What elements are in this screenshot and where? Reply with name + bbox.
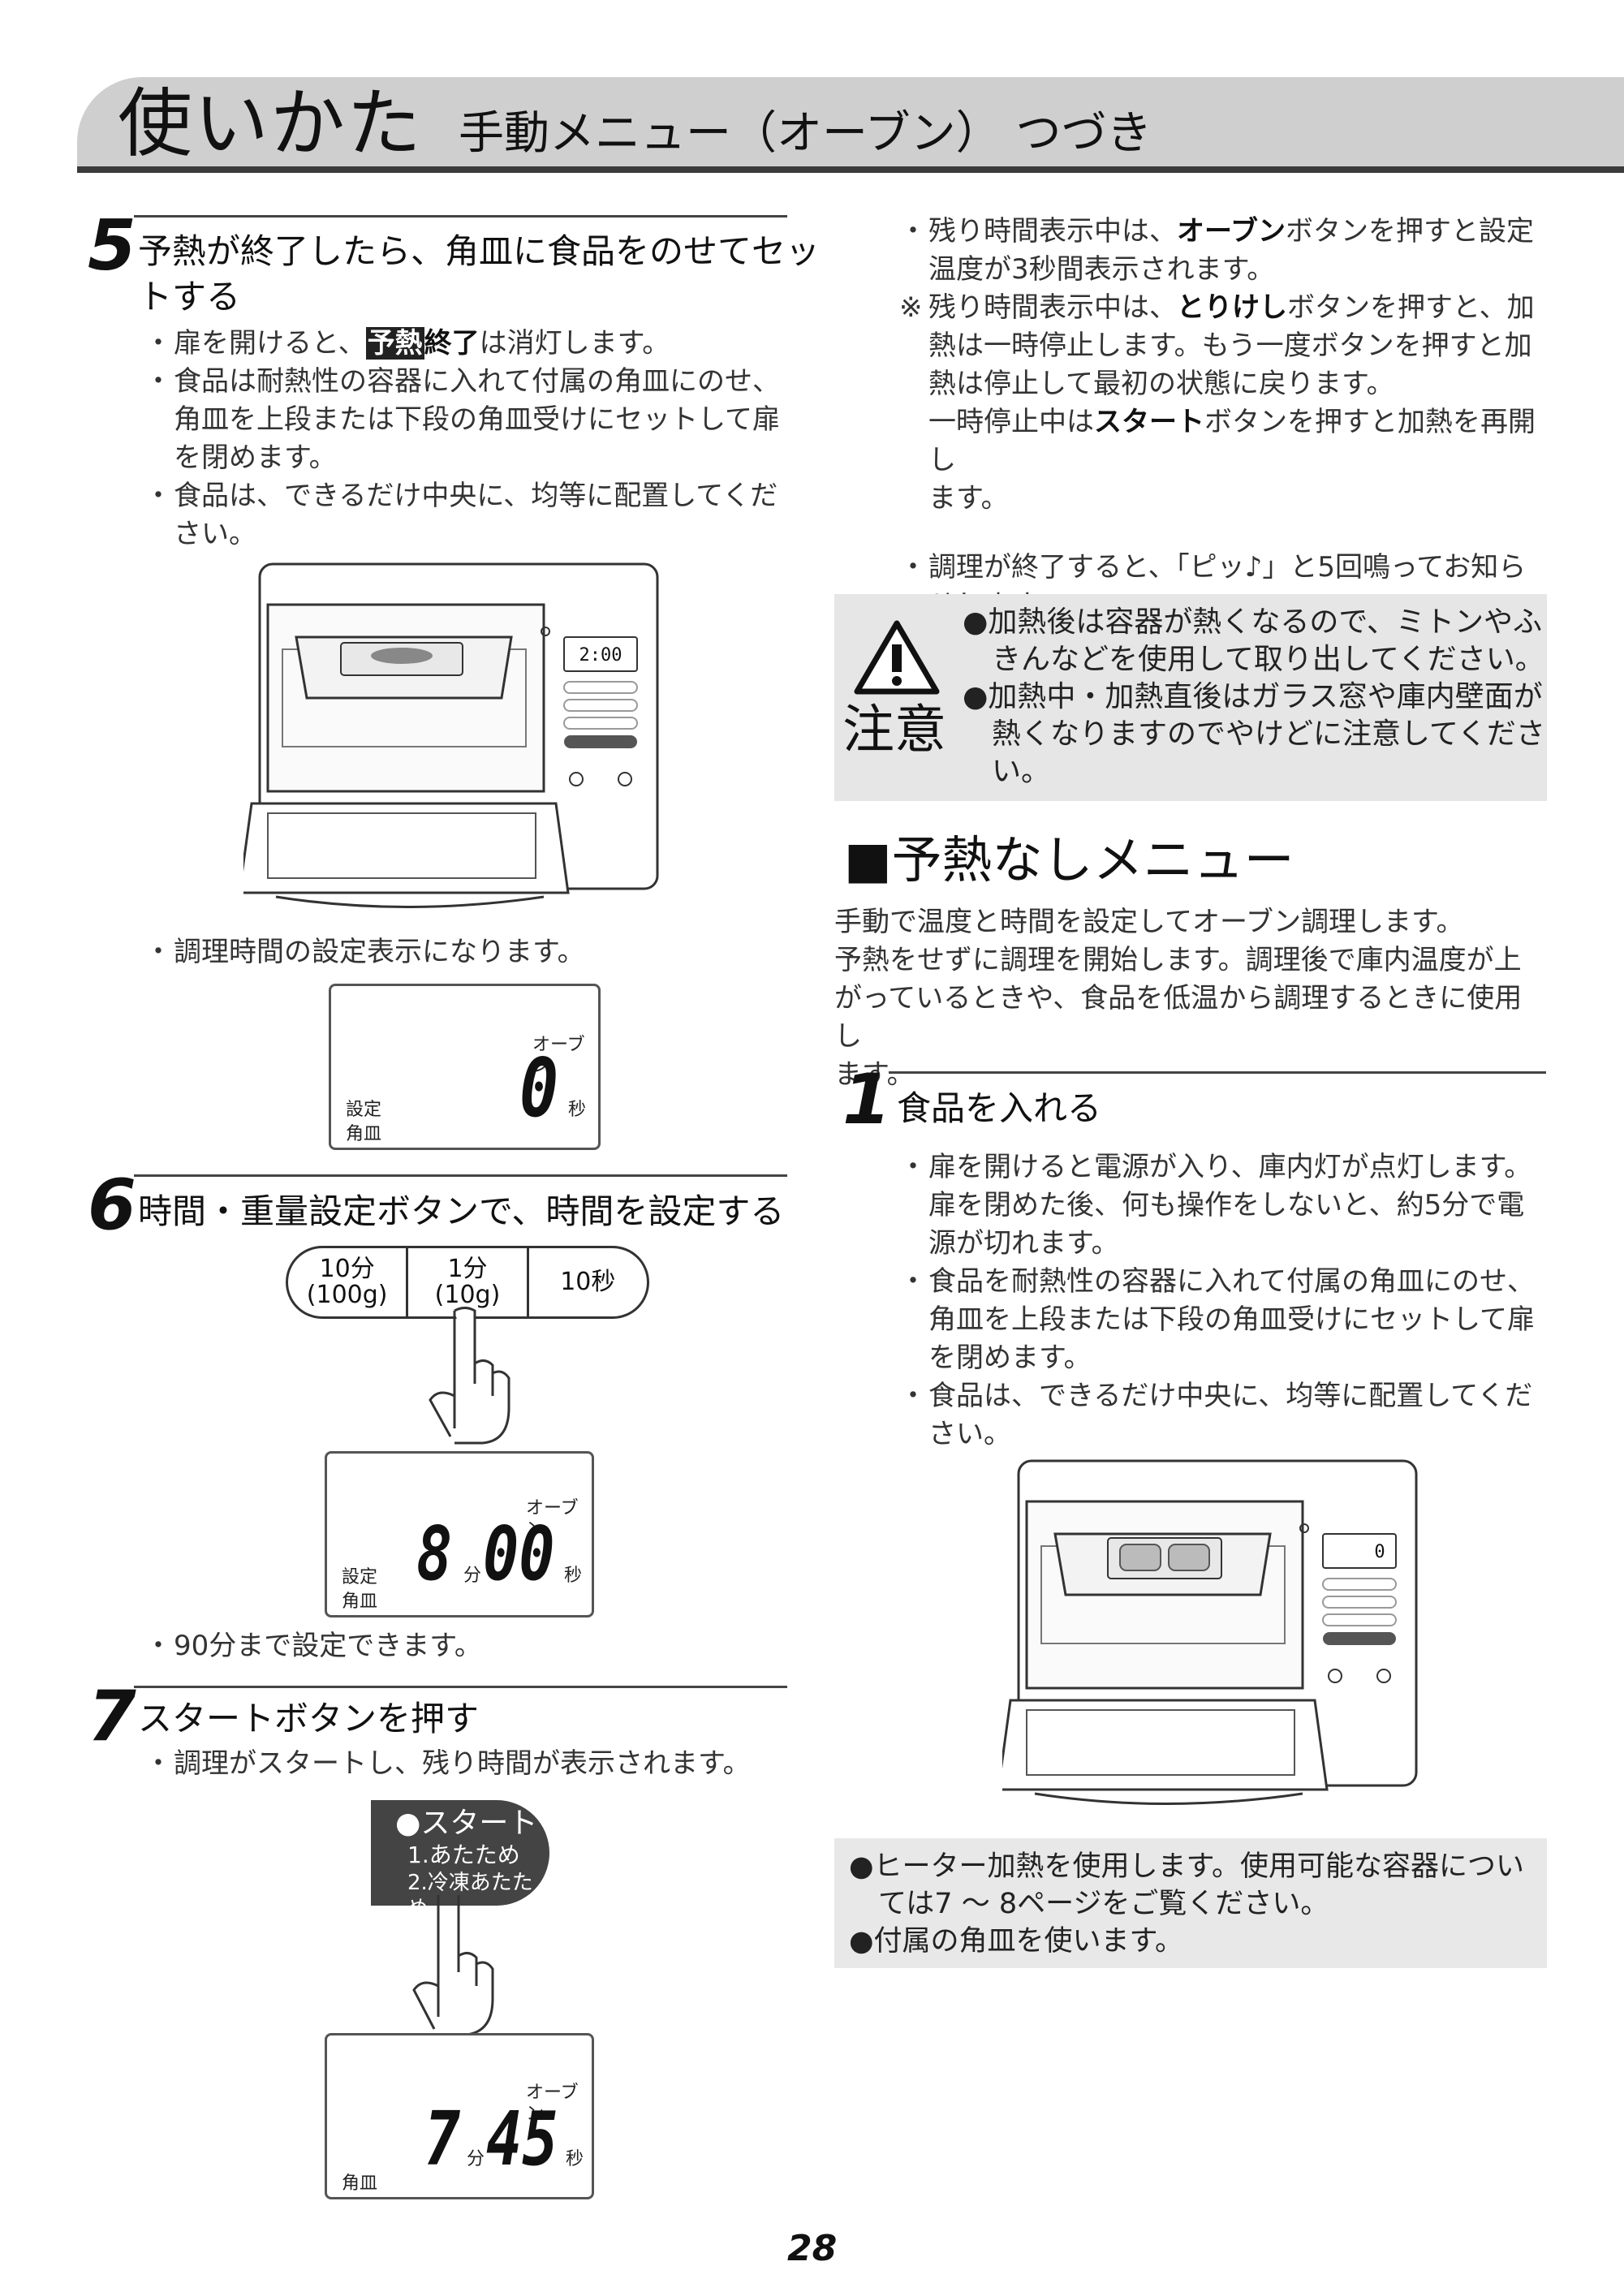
usage-notes-box: ●ヒーター加熱を使用します。使用可能な容器につい ては7 〜 8ページをご覧くだ… — [834, 1838, 1547, 1968]
step-5-number: 5 — [88, 205, 136, 286]
list-item: 食品は耐熱性の容器に入れて付属の角皿にのせ、角皿を上段または下段の角皿受けにセッ… — [144, 363, 794, 477]
right-notes: 残り時間表示中は、オーブンボタンを押すと設定 温度が3秒間表示されます。 ※ 残… — [899, 213, 1557, 625]
lcd-unit: 秒 — [568, 1100, 587, 1120]
step-6-number: 6 — [88, 1165, 136, 1246]
lcd-mode-label: オーブン — [532, 1035, 585, 1076]
caution-text: ●加熱後は容器が熱くなるので、ミトンやふ きんなどを使用して取り出してください。… — [963, 605, 1545, 788]
step-7-number: 7 — [88, 1676, 136, 1757]
step-5-rule — [134, 215, 787, 218]
button-10min[interactable]: 10分(100g) — [288, 1248, 409, 1316]
lcd-seconds-unit: 秒 — [566, 2149, 584, 2169]
step-5-title: 予熱が終了したら、角皿に食品をのせてセッ トする — [138, 231, 821, 317]
list-item: 残り時間表示中は、オーブンボタンを押すと設定 温度が3秒間表示されます。 — [899, 213, 1557, 289]
oven-open-illustration: 2:00 — [243, 562, 659, 908]
oven-display-text: 2:00 — [579, 645, 622, 666]
lcd-display-preheat: オーブン 設定 角皿 0 秒 — [329, 984, 601, 1150]
step-6-rule — [134, 1174, 787, 1177]
start-button[interactable]: ●スタート 1.あたため 2.冷凍あたため — [371, 1800, 549, 1921]
section-description: 手動で温度と時間を設定してオーブン調理します。 予熱をせずに調理を開始します。調… — [834, 906, 1523, 1091]
lcd-value: 0 — [519, 1040, 559, 1135]
list-item: 食品を耐熱性の容器に入れて付属の角皿にのせ、角皿を上段または下段の角皿受けにセッ… — [899, 1263, 1557, 1377]
lcd-tray-label: 角皿 — [342, 1592, 378, 1612]
usage-notes-text: ●ヒーター加熱を使用します。使用可能な容器につい ては7 〜 8ページをご覧くだ… — [849, 1850, 1525, 1958]
list-item: 扉を開けると、予熱終了は消灯します。 — [144, 325, 794, 363]
step-6-note: 90分まで設定できます。 — [144, 1627, 482, 1665]
step-1-number: 1 — [842, 1059, 891, 1140]
oven-open-illustration: 0 — [1002, 1459, 1418, 1805]
step-1-rule — [889, 1071, 1546, 1074]
lcd-minutes: 8 — [416, 1510, 453, 1597]
step-7-title: スタートボタンを押す — [138, 1699, 480, 1738]
page-subtitle: 手動メニュー（オーブン） つづき — [459, 107, 1152, 160]
lcd-set-label: 設定 — [342, 1567, 378, 1587]
step-6-title: 時間・重量設定ボタンで、時間を設定する — [138, 1191, 785, 1231]
lcd-seconds-unit: 秒 — [564, 1566, 583, 1586]
pointing-hand-icon — [412, 1895, 494, 2036]
lcd-minutes-unit: 分 — [463, 1566, 482, 1586]
step-5-after: 調理時間の設定表示になります。 — [144, 933, 585, 971]
button-1min[interactable]: 1分(10g) — [408, 1248, 529, 1316]
caution-box: 注意 ●加熱後は容器が熱くなるので、ミトンやふ きんなどを使用して取り出してくだ… — [834, 594, 1547, 801]
step-7-note: 調理がスタートし、残り時間が表示されます。 — [144, 1745, 751, 1783]
page-number: 28 — [787, 2228, 838, 2269]
list-item: ※ 残り時間表示中は、とりけしボタンを押すと、加 熱は一時停止します。もう一度ボ… — [899, 291, 1536, 515]
oven-display-text: 0 — [1374, 1542, 1385, 1562]
section-title: ■予熱なしメニュー — [844, 830, 1294, 890]
lcd-set-label: 設定 — [346, 1100, 382, 1120]
lcd-display-remaining: オーブン 角皿 7 分 45 秒 — [325, 2033, 594, 2199]
lcd-seconds: 00 — [483, 1510, 555, 1597]
lcd-tray-label: 角皿 — [346, 1124, 382, 1144]
warning-icon — [854, 620, 940, 695]
button-10sec[interactable]: 10秒 — [560, 1268, 616, 1296]
page-title: 使いかた — [118, 80, 424, 167]
lcd-seconds: 45 — [486, 2096, 558, 2182]
pointing-hand-icon — [429, 1307, 510, 1445]
lcd-tray-label: 角皿 — [342, 2173, 378, 2194]
lcd-minutes: 7 — [424, 2096, 461, 2182]
lcd-mode-label: オーブン — [526, 2083, 579, 2124]
list-item: 扉を開けると電源が入り、庫内灯が点灯します。扉を閉めた後、何も操作をしないと、約… — [899, 1148, 1557, 1263]
caution-label: 注意 — [842, 700, 946, 760]
step-7-rule — [134, 1686, 787, 1688]
time-weight-buttons: 10分(100g) 1分(10g) 10秒 — [286, 1246, 649, 1319]
lcd-display-time-set: オーブン 設定 角皿 8 分 00 秒 — [325, 1451, 594, 1618]
lcd-minutes-unit: 分 — [467, 2149, 485, 2169]
step-1-title: 食品を入れる — [897, 1088, 1102, 1128]
header-bar — [77, 77, 1624, 173]
step-1-bullets: 扉を開けると電源が入り、庫内灯が点灯します。扉を閉めた後、何も操作をしないと、約… — [899, 1148, 1557, 1454]
step-5-bullets: 扉を開けると、予熱終了は消灯します。 食品は耐熱性の容器に入れて付属の角皿にのせ… — [144, 325, 794, 554]
lcd-mode-label: オーブン — [526, 1498, 579, 1540]
